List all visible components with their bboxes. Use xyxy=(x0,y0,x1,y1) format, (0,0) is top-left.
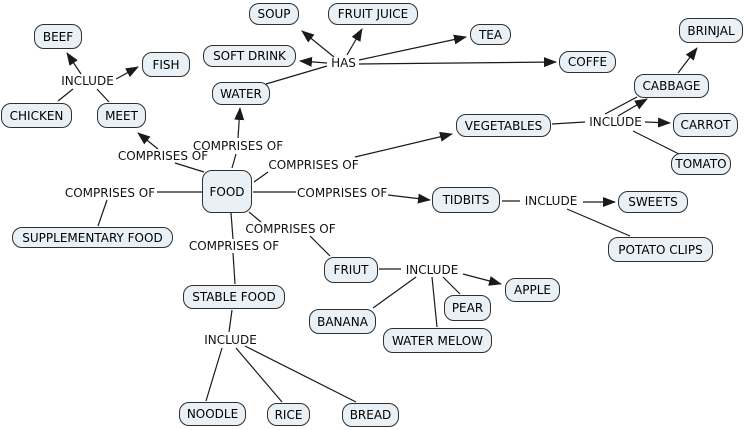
link-label-include-vegetables[interactable]: INCLUDE xyxy=(589,115,642,129)
node-tea[interactable]: TEA xyxy=(470,24,511,45)
edge-include-noodle xyxy=(205,347,223,402)
node-water[interactable]: WATER xyxy=(212,82,270,105)
link-label-comprises-of-meet[interactable]: COMPRISES OF xyxy=(117,149,209,163)
node-carrot[interactable]: CARROT xyxy=(673,113,738,137)
node-coffe[interactable]: COFFE xyxy=(559,51,616,73)
edge-comprises-tidbits xyxy=(387,193,431,204)
node-fruit-juice[interactable]: FRUIT JUICE xyxy=(328,3,418,25)
edge-include-banana xyxy=(372,276,417,309)
edge-comprises-vegetables xyxy=(354,131,453,158)
node-stable-food[interactable]: STABLE FOOD xyxy=(183,285,285,309)
node-soup[interactable]: SOUP xyxy=(249,3,299,25)
node-sweets[interactable]: SWEETS xyxy=(618,191,688,213)
edge-food-comprises-vegetables xyxy=(253,171,269,183)
node-meet[interactable]: MEET xyxy=(97,103,146,128)
link-label-comprises-of-tidbits[interactable]: COMPRISES OF xyxy=(297,186,388,200)
edge-include-bread xyxy=(244,345,357,403)
node-pear[interactable]: PEAR xyxy=(444,295,491,321)
node-tomato[interactable]: TOMATO xyxy=(671,153,731,175)
node-potato-clips[interactable]: POTATO CLIPS xyxy=(608,237,713,262)
node-rice[interactable]: RICE xyxy=(267,403,310,426)
edge-water-has xyxy=(265,65,328,85)
edge-include-fish xyxy=(115,66,139,80)
edge-include-pear xyxy=(442,276,461,295)
edge-include-carrot xyxy=(644,117,671,128)
edge-include-potato-clips xyxy=(566,208,631,237)
edge-include-tomato xyxy=(632,130,680,155)
link-label-include-fruit[interactable]: INCLUDE xyxy=(405,263,459,277)
link-label-comprises-of-stable[interactable]: COMPRISES OF xyxy=(188,239,280,253)
node-food[interactable]: FOOD xyxy=(202,170,252,213)
edge-has-tea xyxy=(358,34,467,61)
edge-comprises-supplementary xyxy=(97,199,108,227)
node-tidbits[interactable]: TIDBITS xyxy=(432,187,500,213)
edge-vegetables-include xyxy=(551,121,586,125)
link-label-comprises-of-vegetables[interactable]: COMPRISES OF xyxy=(268,158,359,172)
edge-food-comprises-water xyxy=(231,153,237,169)
edge-food-comprises-stable xyxy=(230,212,234,240)
node-fish[interactable]: FISH xyxy=(142,52,190,77)
node-brinjal[interactable]: BRINJAL xyxy=(679,18,743,43)
link-label-comprises-of-friut[interactable]: COMPRISES OF xyxy=(245,222,336,236)
edge-include-apple xyxy=(462,273,502,286)
edge-include-cabbage-second xyxy=(604,96,638,115)
edge-comprises-stable xyxy=(232,252,236,285)
link-label-include-meat[interactable]: INCLUDE xyxy=(61,74,114,88)
edge-comprises-water xyxy=(234,107,245,139)
edge-include-cabbage xyxy=(617,98,648,117)
edge-food-comprises-friut xyxy=(248,211,262,223)
node-cabbage[interactable]: CABBAGE xyxy=(634,74,709,98)
link-label-comprises-of-supplementary[interactable]: COMPRISES OF xyxy=(64,186,156,200)
edge-stable-include xyxy=(228,309,233,333)
node-beef[interactable]: BEEF xyxy=(34,24,82,49)
link-label-has[interactable]: HAS xyxy=(331,56,356,70)
edge-cabbage-brinjal xyxy=(677,47,698,74)
node-vegetables[interactable]: VEGETABLES xyxy=(456,114,551,137)
link-label-comprises-of-water[interactable]: COMPRISES OF xyxy=(192,139,284,153)
edge-has-soft-drink xyxy=(299,56,328,67)
node-water-melow[interactable]: WATER MELOW xyxy=(383,328,492,353)
node-friut[interactable]: FRIUT xyxy=(324,257,378,283)
link-label-include-stable[interactable]: INCLUDE xyxy=(204,333,257,347)
link-label-include-tidbits[interactable]: INCLUDE xyxy=(524,194,578,208)
edge-has-soup xyxy=(301,30,335,58)
edge-include-rice xyxy=(235,347,283,403)
edge-chicken-include xyxy=(57,88,74,102)
node-chicken[interactable]: CHICKEN xyxy=(1,103,72,128)
edge-has-coffe xyxy=(358,57,557,68)
edge-comprises-friut xyxy=(309,235,331,257)
edge-include-water-melow xyxy=(431,276,438,328)
edge-comprises-meet xyxy=(137,132,159,150)
edge-include-beef xyxy=(66,52,82,75)
node-apple[interactable]: APPLE xyxy=(505,278,560,302)
edge-meet-include xyxy=(96,88,110,103)
node-noodle[interactable]: NOODLE xyxy=(179,402,246,426)
node-bread[interactable]: BREAD xyxy=(342,403,399,427)
edge-has-fruit-juice xyxy=(346,28,363,56)
node-banana[interactable]: BANANA xyxy=(309,309,376,334)
node-supplementary-food[interactable]: SUPPLEMENTARY FOOD xyxy=(12,227,173,248)
edge-food-comprises-meet xyxy=(174,162,205,173)
node-soft-drink[interactable]: SOFT DRINK xyxy=(203,45,296,67)
